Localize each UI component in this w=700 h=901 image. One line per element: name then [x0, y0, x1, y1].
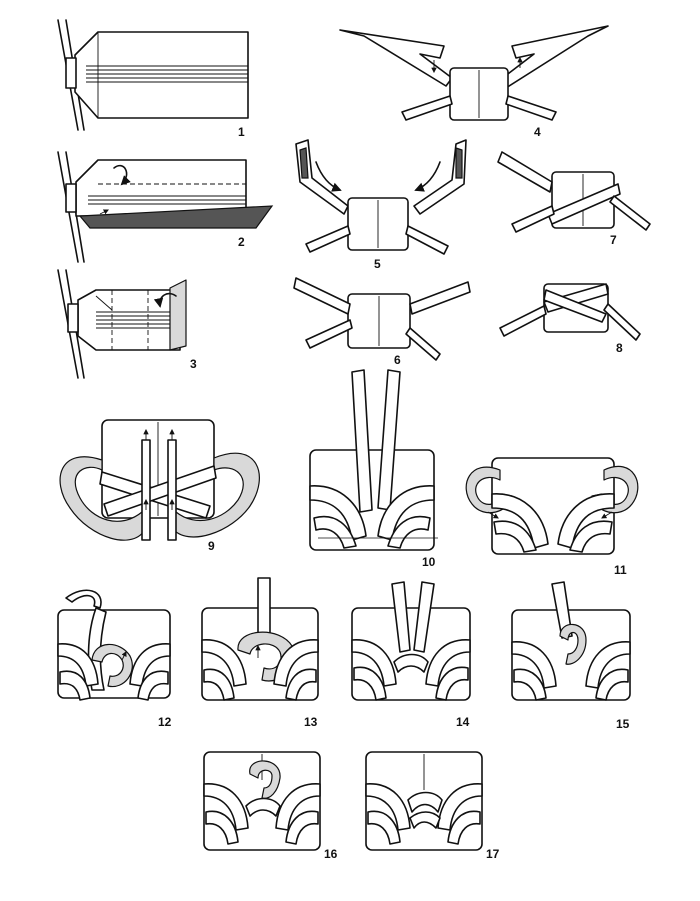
step-number: 7	[610, 233, 617, 247]
step-number: 2	[238, 235, 245, 249]
step-number: 9	[208, 539, 215, 553]
step-number: 1	[238, 125, 245, 139]
step-5-illustration: 5	[295, 139, 467, 271]
step-8-illustration: 8	[499, 283, 641, 355]
step-11-illustration: 11	[465, 457, 639, 577]
step-number: 16	[324, 847, 338, 861]
step-number: 6	[394, 353, 401, 367]
step-3-illustration: 3	[57, 269, 197, 379]
step-12-illustration: 12	[57, 589, 172, 729]
step-number: 14	[456, 715, 470, 729]
step-15-illustration: 15	[511, 581, 631, 731]
step-2-illustration: 2	[57, 151, 274, 263]
step-6-illustration: 6	[293, 277, 471, 367]
step-10-illustration: 10	[309, 369, 438, 569]
step-7-illustration: 7	[497, 151, 651, 247]
step-number: 3	[190, 357, 197, 371]
step-1-illustration: 1	[57, 19, 249, 139]
step-number: 17	[486, 847, 500, 861]
step-9-illustration: 9	[59, 419, 260, 553]
step-number: 11	[614, 563, 627, 577]
step-number: 8	[616, 341, 623, 355]
step-17-illustration: 17	[365, 751, 500, 861]
step-number: 4	[534, 125, 541, 139]
step-number: 13	[304, 715, 318, 729]
step-number: 10	[422, 555, 436, 569]
step-4-illustration: 4	[339, 25, 609, 139]
step-16-illustration: 16	[203, 751, 338, 861]
step-14-illustration: 14	[351, 581, 471, 729]
step-number: 5	[374, 257, 381, 271]
step-number: 15	[616, 717, 630, 731]
step-13-illustration: 13	[201, 577, 319, 729]
step-number: 12	[158, 715, 172, 729]
